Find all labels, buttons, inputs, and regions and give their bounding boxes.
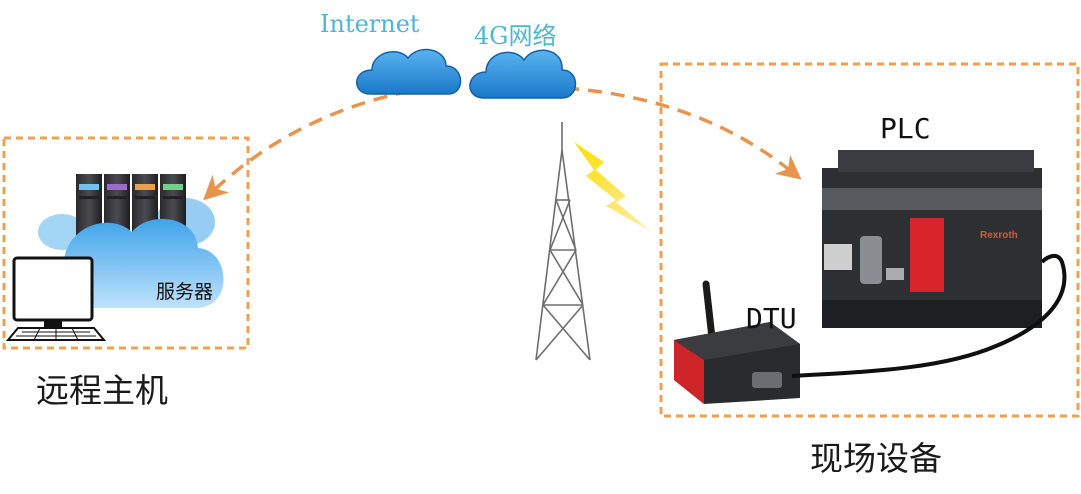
field-devices-label: 现场设备 xyxy=(810,439,942,478)
field-devices-border xyxy=(659,62,1080,418)
plc-device-icon xyxy=(822,150,1042,328)
serial-cable xyxy=(791,254,1067,378)
plc-label: PLC xyxy=(880,112,931,145)
server-label: 服务器 xyxy=(156,281,214,303)
remote-host-border xyxy=(2,136,250,350)
remote-host-label: 远程主机 xyxy=(36,371,168,410)
dtu-device-icon xyxy=(674,280,800,404)
dtu-label: DTU xyxy=(746,302,797,335)
4g-cloud-icon xyxy=(469,49,577,99)
internet-label: Internet xyxy=(320,10,420,38)
arrow-to-field-devices xyxy=(564,86,802,180)
cell-tower-icon xyxy=(535,122,591,361)
computer-icon xyxy=(5,256,107,341)
internet-cloud-icon xyxy=(356,48,462,95)
lightning-bolt-icon xyxy=(574,142,652,232)
plc-brand-label: Rexroth xyxy=(980,230,1018,241)
4g-network-label: 4G网络 xyxy=(474,22,557,50)
